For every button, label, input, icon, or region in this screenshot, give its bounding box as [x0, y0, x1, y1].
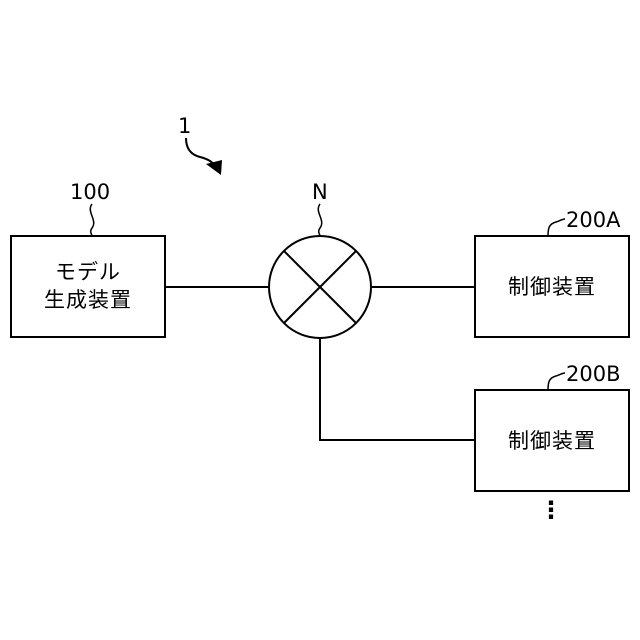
control-device-a-ref-label: 200A — [566, 208, 620, 232]
ref-100-leader — [90, 204, 93, 236]
ref-200b-leader — [548, 373, 565, 390]
system-ref-arrowhead — [206, 160, 222, 175]
ref-n-leader — [318, 204, 321, 236]
control-device-a-label: 制御装置 — [475, 273, 629, 301]
model-device-label-line2: 生成装置 — [11, 286, 165, 314]
model-device-ref-label: 100 — [70, 180, 110, 204]
network-ref-label: N — [312, 180, 328, 204]
control-device-b-ref-label: 200B — [566, 362, 621, 386]
model-generation-device-label: モデル 生成装置 — [11, 258, 165, 314]
control-device-b-label: 制御装置 — [475, 427, 629, 455]
ref-200a-leader — [548, 219, 565, 236]
more-devices-ellipsis: ⋮ — [536, 496, 566, 524]
system-ref-label: 1 — [178, 114, 191, 138]
link-network-to-control-b — [320, 338, 475, 440]
model-device-label-line1: モデル — [11, 258, 165, 286]
